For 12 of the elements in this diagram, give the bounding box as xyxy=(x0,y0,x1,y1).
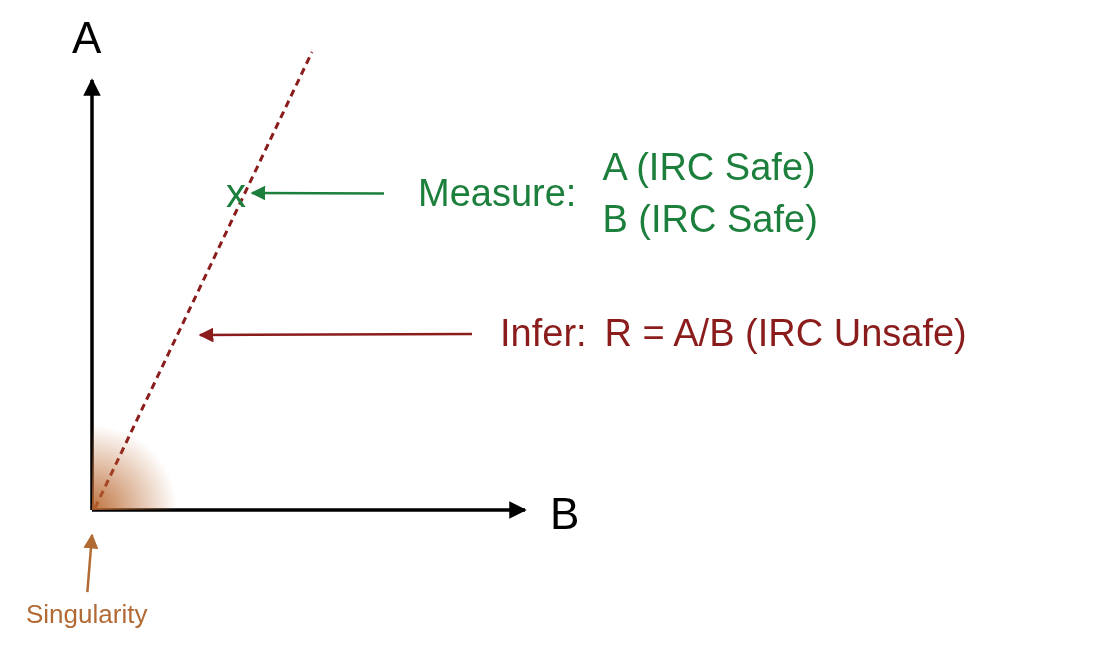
axis-label: B xyxy=(550,492,580,536)
arrow xyxy=(198,327,472,343)
node-text: A (IRC Safe) xyxy=(602,146,817,190)
arrow xyxy=(250,185,384,201)
axis-label: A xyxy=(72,16,102,60)
point-marker: x xyxy=(226,170,246,216)
node-heading: Infer: xyxy=(500,312,587,356)
node-text: R = A/B (IRC Unsafe) xyxy=(604,312,967,356)
node-text: B (IRC Safe) xyxy=(602,197,818,242)
arrow xyxy=(83,533,99,593)
node-text: Singularity xyxy=(26,600,148,630)
node-heading: Measure: xyxy=(418,171,577,216)
